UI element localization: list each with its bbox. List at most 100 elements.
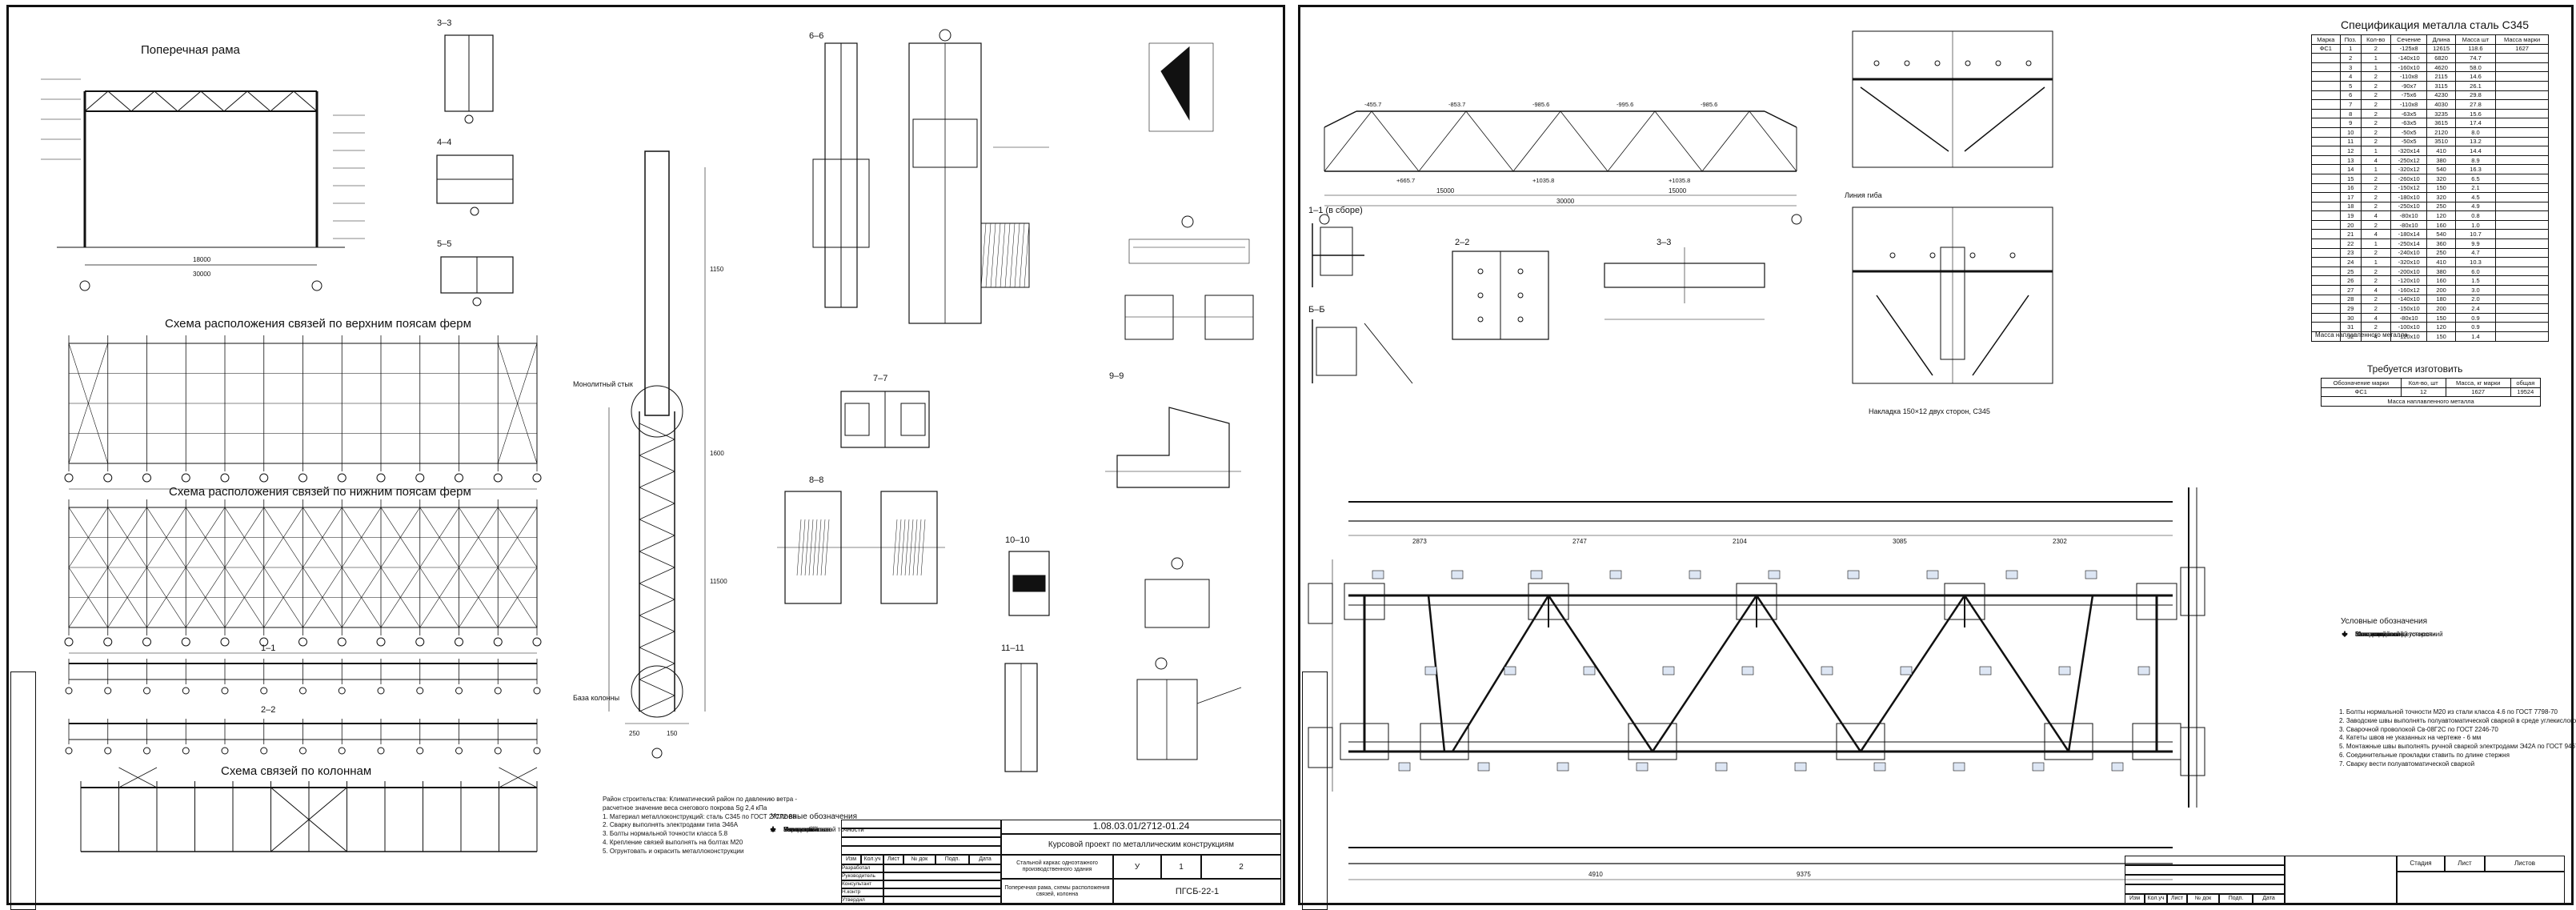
signature-cell xyxy=(883,888,1001,896)
node-diagonal xyxy=(1876,295,1933,376)
axis-bubble xyxy=(104,687,112,695)
legend-item: ━Заводской шов xyxy=(767,825,828,834)
section-plate xyxy=(1320,226,1353,276)
bolt-hole xyxy=(1517,292,1524,299)
gusset-plate xyxy=(1944,583,1985,620)
force-label: +1035.8 xyxy=(1669,177,1690,184)
dimension-text: 30000 xyxy=(193,271,211,278)
brace-diagonal xyxy=(118,767,158,788)
stage-cell: У xyxy=(1113,855,1161,879)
role-header-cell: Подп. xyxy=(935,855,969,864)
bolt-hole xyxy=(1889,252,1896,259)
person-role-cell: Н.контр xyxy=(841,888,883,896)
column-section-left xyxy=(1124,295,1174,340)
role-header-cell: Изм xyxy=(841,855,861,864)
section-4-4-label: 4–4 xyxy=(437,138,452,147)
force-label: +665.7 xyxy=(1396,177,1415,184)
note-line: 1. Болты нормальной точности М20 из стал… xyxy=(2339,708,2558,716)
axis-bubble xyxy=(1319,214,1330,225)
org-cell-right xyxy=(2397,872,2565,904)
axis-bubble xyxy=(455,637,463,647)
spec-header-cell: Сечение xyxy=(2390,34,2428,45)
position-tag xyxy=(2032,762,2045,772)
dimension-text: 15000 xyxy=(1436,187,1455,194)
sheets-label: Листов xyxy=(2485,856,2565,872)
signature-cell xyxy=(883,872,1001,880)
lattice-bar xyxy=(639,455,675,472)
gusset-note: Накладка 150×12 двух сторон, С345 xyxy=(1869,407,1990,415)
legend-item: ═Шов заводской двусторонний xyxy=(2339,630,2443,638)
truss-web xyxy=(200,90,225,112)
spec-footer: Масса наплавленного металла xyxy=(2315,331,2408,339)
bolt-hole xyxy=(2025,60,2032,66)
truss-web xyxy=(293,90,318,112)
section-10-10-label: 10–10 xyxy=(1005,535,1030,545)
position-tag xyxy=(1979,666,1992,675)
dimension-text: 2873 xyxy=(1412,538,1427,545)
column-base-label: База колонны xyxy=(573,694,620,702)
truss-end xyxy=(1324,110,1357,128)
truss-web xyxy=(1324,110,1372,172)
axis-bubble xyxy=(299,747,306,755)
detail-bubble-1 xyxy=(1171,557,1184,570)
truss-web xyxy=(130,90,155,112)
signature-cell xyxy=(883,864,1001,872)
note-line: 3. Сварочной проволокой Св-08Г2С по ГОСТ… xyxy=(2339,725,2498,733)
position-tag xyxy=(1873,762,1886,772)
axis-bubble xyxy=(64,473,74,483)
gusset-plate xyxy=(1736,583,1777,620)
brace-diagonal xyxy=(263,507,303,568)
brace-diagonal xyxy=(497,343,538,464)
bolt-icon: ✚ xyxy=(770,825,776,833)
note-line: 3. Болты нормальной точности класса 5.8 xyxy=(603,830,728,838)
column-bracing-title: Схема связей по колоннам xyxy=(221,764,372,778)
drawing-desc: Поперечная рама, схемы расположения связ… xyxy=(1001,879,1113,904)
brace-diagonal xyxy=(224,567,265,628)
position-tag xyxy=(1424,666,1437,675)
axis-bubble xyxy=(494,687,502,695)
note-line: расчетное значение веса снегового покров… xyxy=(603,804,767,812)
drawing-sheet-right: -455.7-853.7-985.6-995.6-985.6+665.7+103… xyxy=(1298,5,2576,910)
section-7-7-label: 7–7 xyxy=(873,374,888,383)
axis-bubble xyxy=(103,637,113,647)
column-upper-part xyxy=(644,150,670,416)
force-label: +1035.8 xyxy=(1532,177,1554,184)
axis-bubble xyxy=(1791,214,1802,225)
role-header-cell: № док xyxy=(2187,894,2219,904)
gusset-plate xyxy=(1420,723,1469,760)
legend-item: ┄Шов монтажный xyxy=(2339,630,2403,639)
legend-item: ▲Черные болты xyxy=(767,825,827,833)
axis-bubble xyxy=(104,747,112,755)
end-view-plate xyxy=(2180,727,2205,776)
note-line: 2. Сварку выполнять электродами типа Э46… xyxy=(603,821,739,829)
person-role-cell: Консультант xyxy=(841,880,883,888)
revision-cell xyxy=(2125,865,2285,875)
detail-frame xyxy=(1148,42,1214,132)
axis-bubble xyxy=(181,473,190,483)
lattice-bar xyxy=(639,615,675,632)
general-notes-right: 1. Болты нормальной точности М20 из стал… xyxy=(2339,708,2576,769)
spec-header-cell: Масса шт xyxy=(2454,34,2497,45)
brace-diagonal xyxy=(341,567,382,628)
lattice-bar xyxy=(639,599,675,616)
position-tag xyxy=(1926,570,1939,579)
lattice-bar xyxy=(639,663,675,680)
axis-bubble xyxy=(416,687,424,695)
spec-title: Спецификация металла сталь С345 xyxy=(2341,18,2530,31)
section-8-8-label: 8–8 xyxy=(809,475,824,485)
position-tag xyxy=(1609,570,1622,579)
bolt-hole xyxy=(1969,252,1976,259)
section-6-6-label: 6–6 xyxy=(809,31,824,41)
dimension-text: 30000 xyxy=(1556,198,1575,205)
building-desc: Стальной каркас одноэтажного производств… xyxy=(1001,855,1113,879)
bolt-hole xyxy=(1995,60,2001,66)
legend-item: ◆Заводские xyxy=(2339,630,2386,639)
axis-bubble xyxy=(416,747,424,755)
bolt-hole xyxy=(2009,252,2016,259)
